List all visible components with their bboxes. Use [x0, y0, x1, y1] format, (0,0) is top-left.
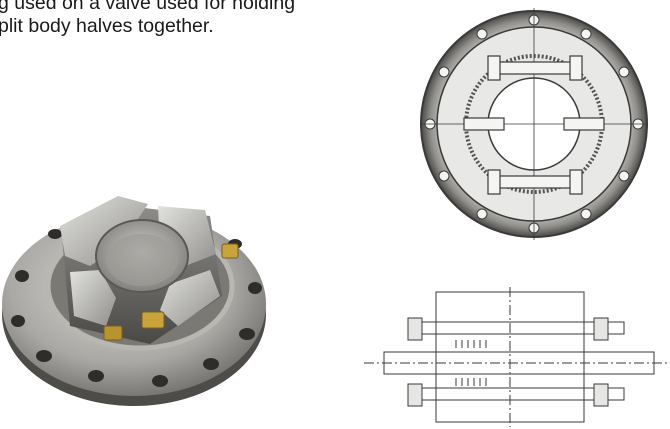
brass-bolts	[103, 243, 239, 341]
outer-bolt-holes	[424, 14, 644, 234]
clamp-block-top-left	[60, 196, 148, 266]
clamp-photo	[2, 196, 266, 406]
clamp-block-bottom-right	[160, 270, 220, 326]
caption-text: g used on a valve used for holding plit …	[0, 0, 295, 38]
side-view-drawing	[364, 287, 670, 427]
flange-bolt-holes	[11, 229, 262, 387]
side-view-hatching	[455, 340, 487, 386]
side-view-lines	[364, 287, 670, 427]
clamp-bolts	[463, 55, 605, 195]
caption-line-2: plit body halves together.	[0, 15, 214, 37]
clamp-block-bottom-left	[70, 270, 116, 326]
front-view-drawing	[420, 8, 648, 240]
caption-line-1: g used on a valve used for holding	[0, 0, 296, 14]
centerlines	[422, 8, 646, 240]
